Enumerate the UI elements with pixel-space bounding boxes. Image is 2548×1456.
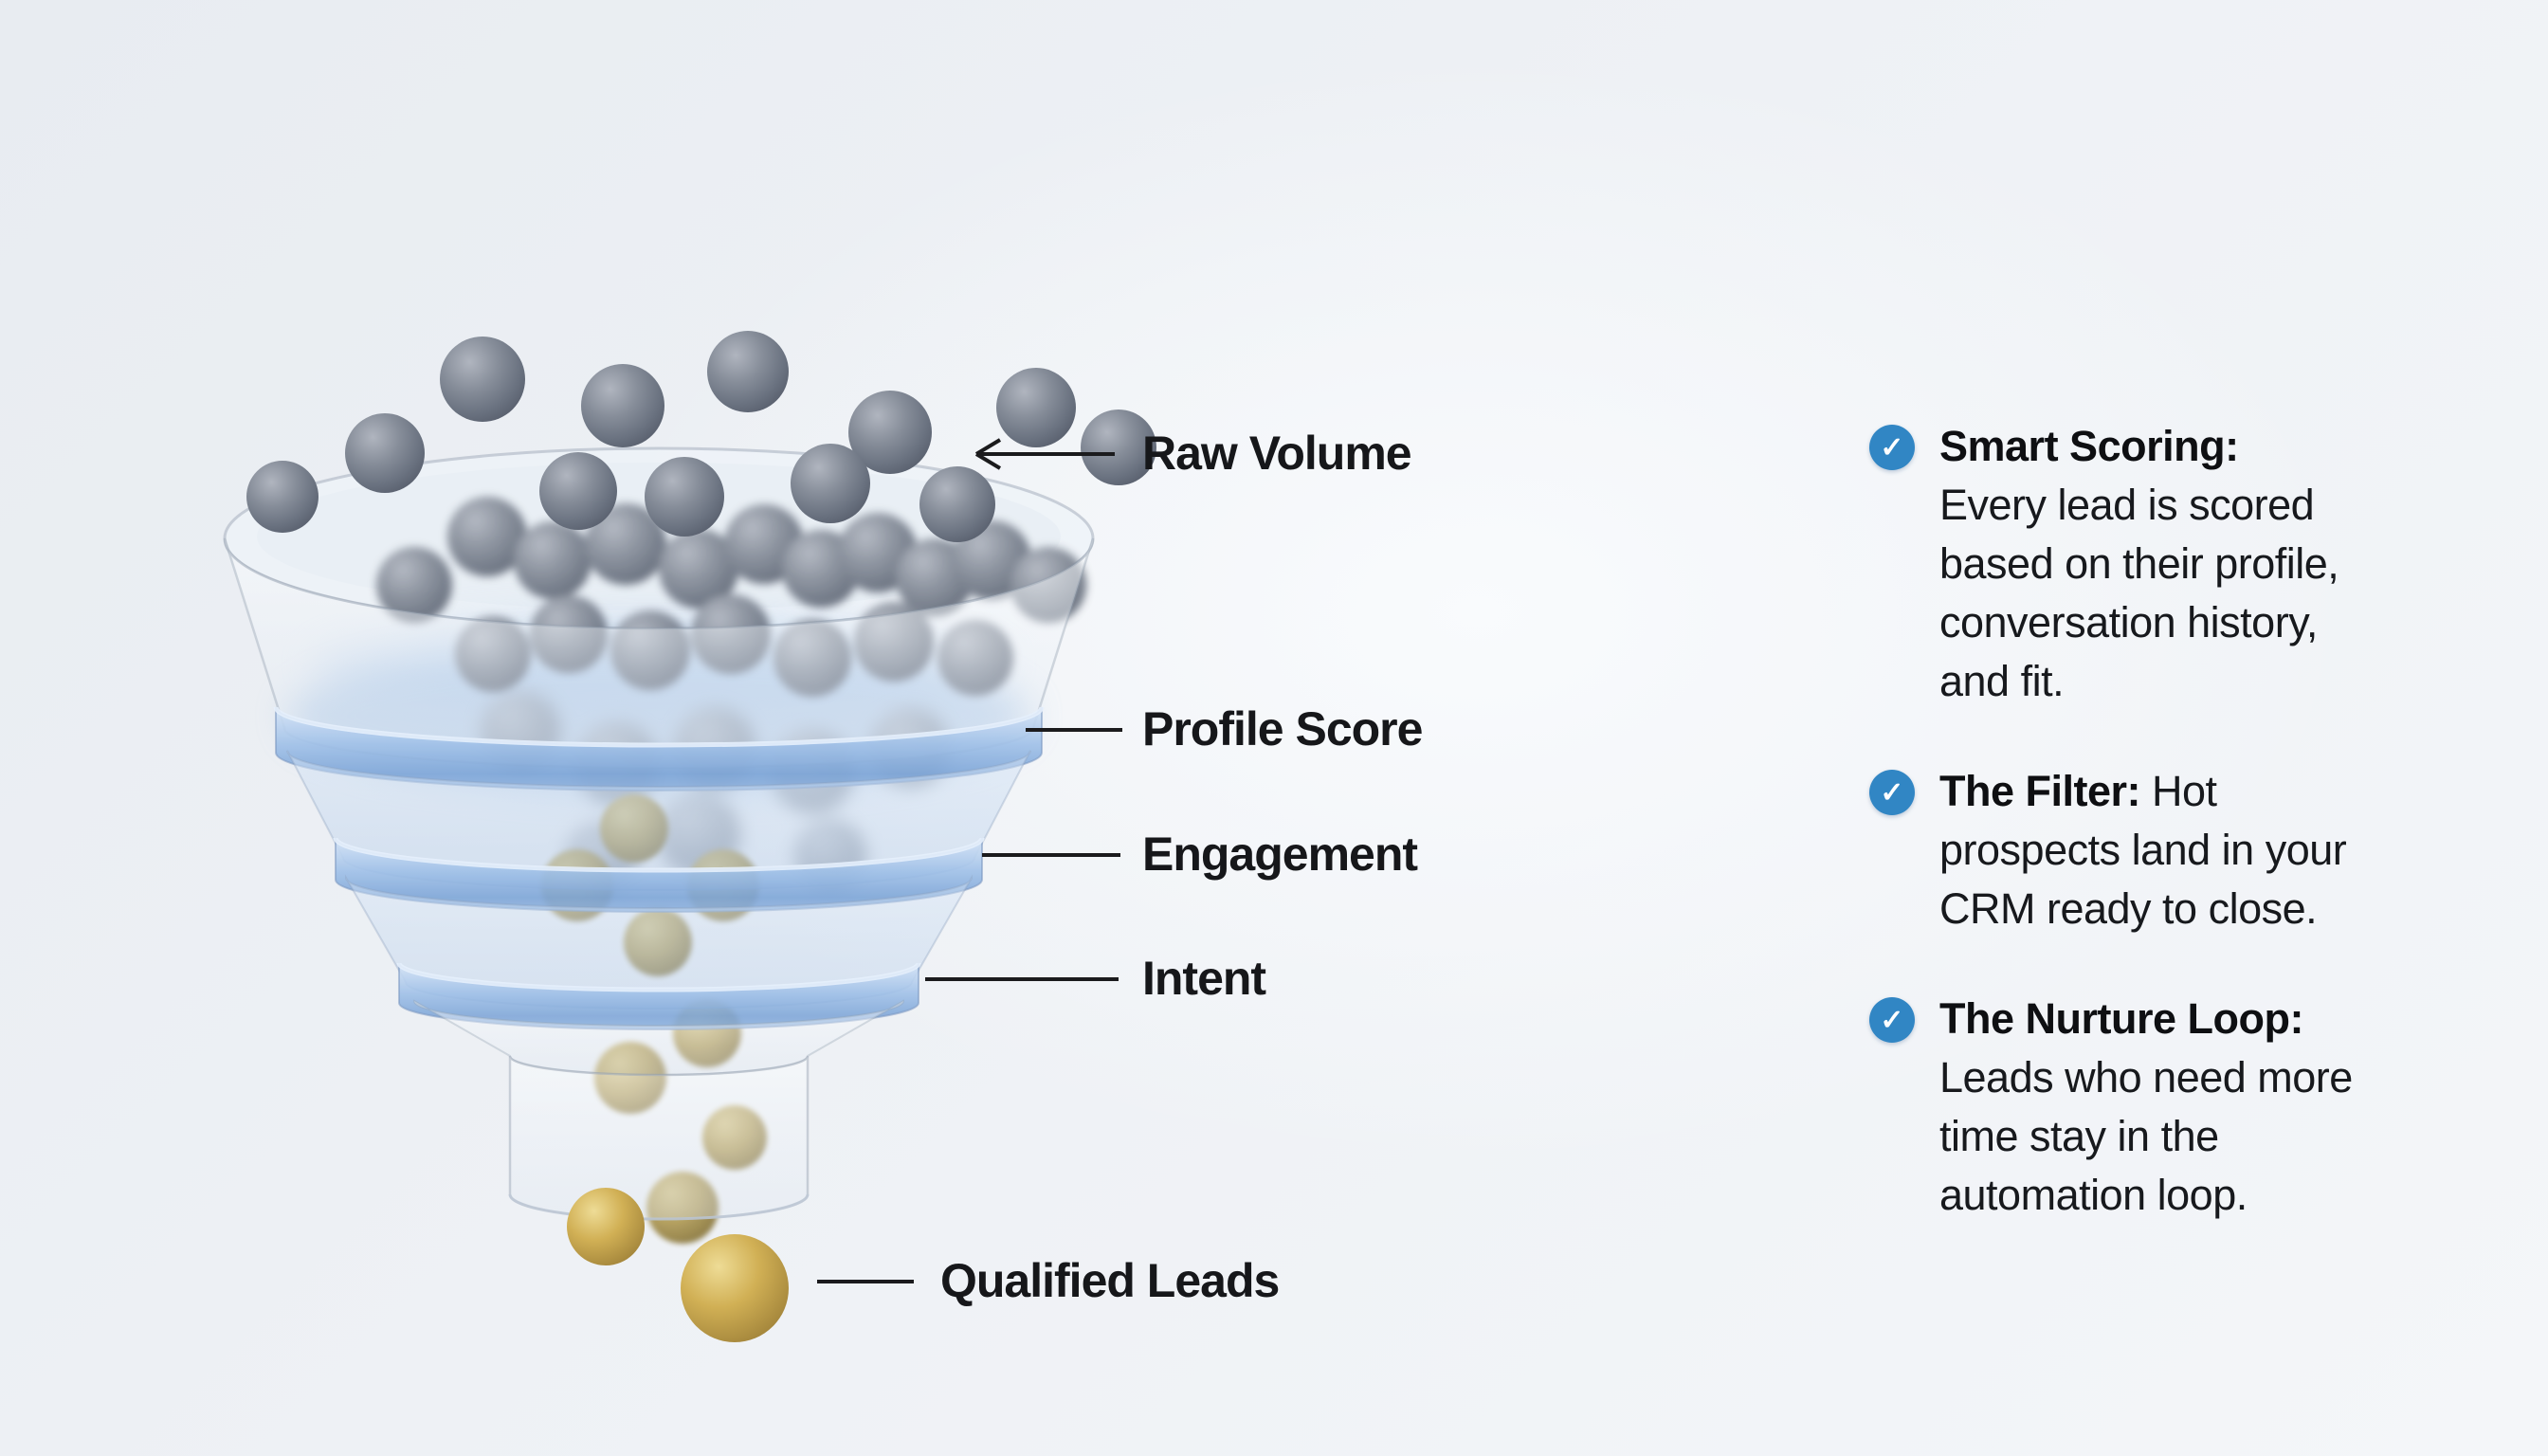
feature-text: The Filter: Hot prospects land in your C… [1939, 762, 2347, 938]
feature-body: prospects land in your CRM ready to clos… [1939, 826, 2347, 933]
feature-title-suffix: Hot [2140, 767, 2217, 815]
feature-title-line: The Nurture Loop: [1939, 990, 2353, 1048]
check-icon: ✓ [1869, 770, 1915, 815]
feature-text: The Nurture Loop: Leads who need more ti… [1939, 990, 2353, 1225]
funnel-stem-glass [508, 1055, 810, 1221]
feature-item-smart-scoring: ✓ Smart Scoring: Every lead is scored ba… [1869, 417, 2457, 711]
label-intent: Intent [1142, 952, 1266, 1005]
feature-item-the-filter: ✓ The Filter: Hot prospects land in your… [1869, 762, 2457, 938]
feature-title: The Filter: [1939, 767, 2141, 815]
qualified-leads-out [567, 1188, 789, 1342]
label-qualified-leads: Qualified Leads [940, 1254, 1280, 1307]
feature-item-nurture-loop: ✓ The Nurture Loop: Leads who need more … [1869, 990, 2457, 1225]
label-engagement: Engagement [1142, 828, 1418, 881]
raw-leads-floating [246, 331, 1156, 542]
raw-volume-arrow [974, 438, 1115, 470]
feature-body: Every lead is scored based on their prof… [1939, 481, 2339, 705]
feature-text: Smart Scoring: Every lead is scored base… [1939, 417, 2339, 711]
check-icon: ✓ [1869, 425, 1915, 470]
feature-title: Smart Scoring: [1939, 422, 2239, 470]
callout-lines [817, 438, 1122, 1283]
feature-body: Leads who need more time stay in the aut… [1939, 1053, 2353, 1219]
funnel-shoulder-glass [412, 999, 905, 1076]
feature-title-line: The Filter: Hot [1939, 762, 2346, 821]
feature-list: ✓ Smart Scoring: Every lead is scored ba… [1869, 417, 2457, 1225]
label-profile-score: Profile Score [1142, 702, 1423, 755]
label-raw-volume: Raw Volume [1142, 427, 1412, 480]
feature-title: The Nurture Loop: [1939, 994, 2303, 1043]
check-icon: ✓ [1869, 997, 1915, 1043]
feature-title-line: Smart Scoring: [1939, 417, 2339, 476]
